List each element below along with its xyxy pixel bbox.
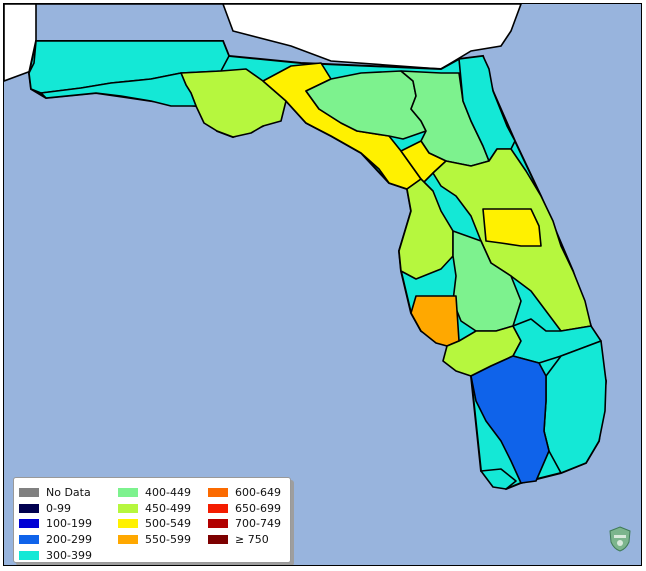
legend-label: 450-499 [145,501,191,515]
county-central-west[interactable] [398,178,454,280]
legend-swatch [118,535,138,545]
legend-label: 650-699 [235,501,281,515]
legend-item: 500-549 [118,516,191,532]
legend-swatch [118,488,138,498]
legend-swatch [19,519,39,529]
legend-label: 0-99 [46,501,71,515]
legend-item: No Data [19,485,92,501]
florida-seal-logo [609,526,631,552]
legend-label: 550-599 [145,533,191,547]
legend-label: 100-199 [46,517,92,531]
legend-swatch [19,535,39,545]
legend-swatch [19,503,39,513]
legend-item: 650-699 [208,501,281,517]
legend-swatch [208,535,228,545]
legend-swatch [19,488,39,498]
legend-label: 300-399 [46,548,92,562]
legend-swatch [118,519,138,529]
county-keys[interactable] [480,468,517,490]
legend-item: 0-99 [19,501,92,517]
legend-item: 450-499 [118,501,191,517]
legend-item: 600-649 [208,485,281,501]
legend-item: 200-299 [19,532,92,548]
legend-item: 550-599 [118,532,191,548]
legend-swatch [208,519,228,529]
county-central-yellow[interactable] [482,208,542,247]
legend-swatch [19,550,39,560]
legend-swatch [208,488,228,498]
county-sarasota-manatee[interactable] [410,295,460,347]
legend-label: 500-549 [145,517,191,531]
legend-item: 300-399 [19,547,92,563]
florida-county-map [4,4,608,491]
county-collier-everglades[interactable] [470,355,550,484]
legend-item: 400-449 [118,485,191,501]
legend-label: 600-649 [235,486,281,500]
legend-swatch [208,503,228,513]
legend-label: 200-299 [46,533,92,547]
county-panhandle-east[interactable] [40,72,197,107]
legend-label: ≥ 750 [235,533,269,547]
legend-label: 700-749 [235,517,281,531]
legend-item: 100-199 [19,516,92,532]
legend-label: 400-449 [145,486,191,500]
legend-item: 700-749 [208,516,281,532]
legend-swatch [118,503,138,513]
legend-item: ≥ 750 [208,532,281,548]
county-northeast-coast[interactable] [458,55,516,162]
legend-label: No Data [46,486,91,500]
